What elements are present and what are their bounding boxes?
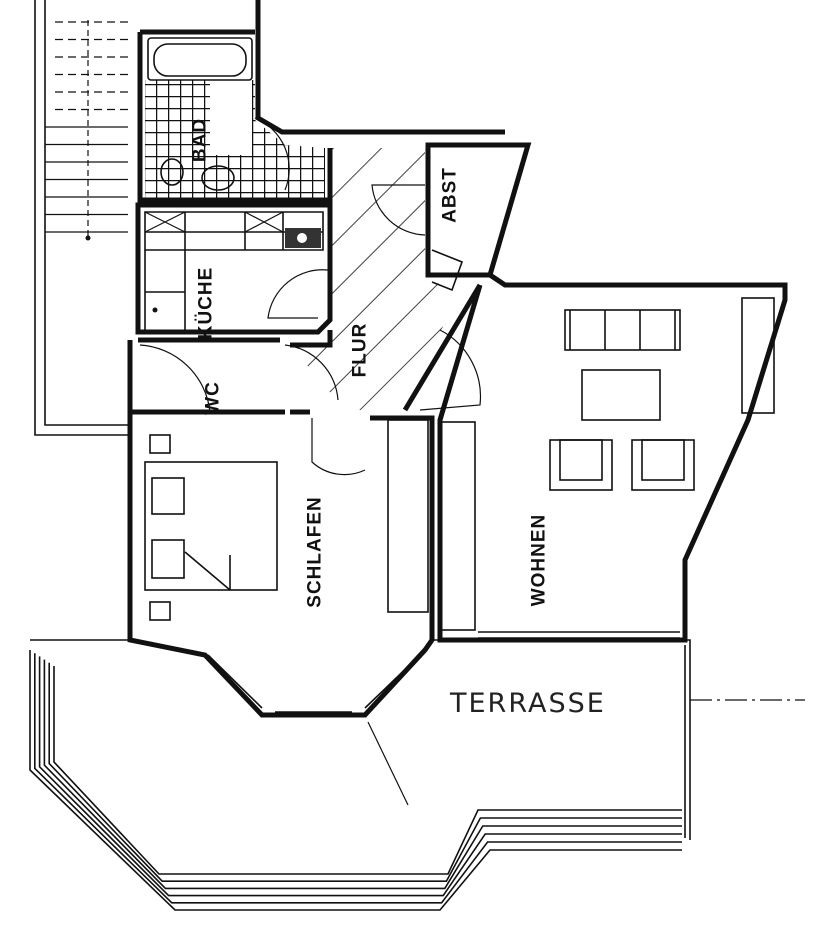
toilet-icon <box>160 158 184 186</box>
bedroom <box>127 409 435 718</box>
sofa <box>564 309 681 351</box>
terrace-step <box>34 653 682 904</box>
terrace <box>29 639 805 911</box>
terrace-step <box>29 650 682 911</box>
exterior-wall-top <box>255 0 505 135</box>
room-label-bad: BAD <box>190 118 211 162</box>
staircase <box>34 0 130 436</box>
terrace-step <box>38 656 682 897</box>
terrace-step <box>48 662 682 882</box>
wardrobe <box>387 419 429 613</box>
terrace-step <box>43 659 682 890</box>
room-label-schlafen: SCHLAFEN <box>305 496 326 607</box>
room-label-wohnen: WOHNEN <box>529 514 550 607</box>
terrace-step <box>53 666 682 875</box>
sink-icon <box>201 165 235 191</box>
room-label-abst: ABST <box>440 167 461 223</box>
bathroom <box>137 29 333 203</box>
room-label-terrasse: TERRASSE <box>449 688 606 719</box>
wardrobe <box>439 421 476 631</box>
room-label-wc: WC <box>203 381 224 415</box>
living-room <box>402 272 788 643</box>
room-label-kueche: KÜCHE <box>196 267 217 340</box>
room-label-flur: FLUR <box>350 323 371 378</box>
bed <box>144 461 278 591</box>
kitchen <box>135 202 333 335</box>
coffee-table <box>581 369 661 421</box>
cabinet <box>741 297 775 414</box>
